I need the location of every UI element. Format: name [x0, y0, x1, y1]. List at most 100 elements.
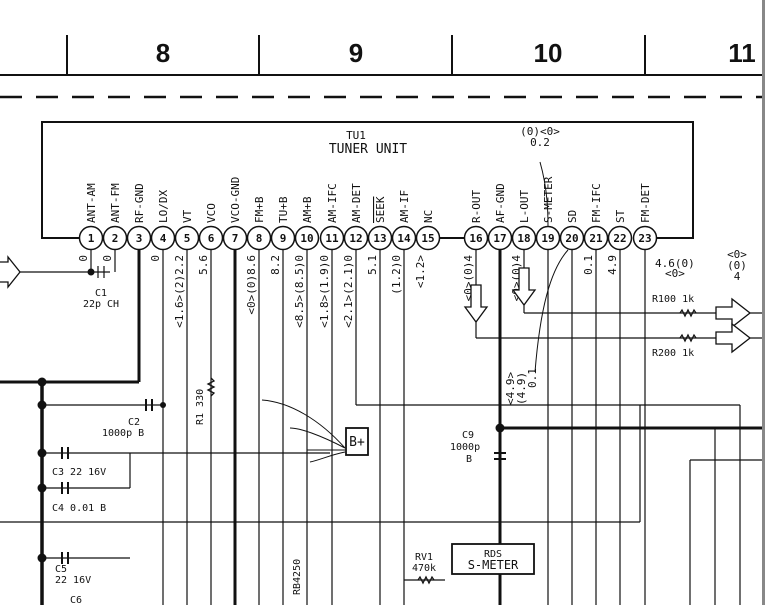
pin-voltage: 0 [101, 255, 114, 262]
r200-resistor [679, 333, 697, 343]
pin-number: 16 [469, 232, 483, 245]
pin-voltage: 8.2 [269, 255, 282, 275]
pin-circle [559, 225, 585, 251]
rv1-label: RV1 [415, 552, 433, 563]
pin-voltage: 0.1 [582, 255, 595, 275]
pin-circle [174, 225, 200, 251]
bplus-box [345, 427, 369, 456]
pin-voltage: <0>(0)8.6 [245, 255, 258, 315]
c4-label: C4 0.01 B [52, 503, 106, 514]
pin-number: 10 [300, 232, 313, 245]
pin-number: 9 [280, 232, 287, 245]
s-meter-box-label: S-METER [468, 558, 519, 572]
pin-circle [294, 225, 320, 251]
pin-label: AM-IF [398, 190, 411, 223]
pin-label: TU+B [277, 196, 290, 223]
pin-circle [632, 225, 658, 251]
pin-label: VCO [205, 203, 218, 223]
l-out-arrow-icon [511, 267, 537, 307]
pin-circle [415, 225, 441, 251]
pin-label: AM-IFC [326, 183, 339, 223]
pin-label: SEEK [374, 196, 387, 223]
c3-label: C3 22 16V [52, 467, 106, 478]
r200-label: R200 1k [652, 348, 694, 359]
r-out-arrow-icon [463, 284, 489, 324]
c6-label: C6 [70, 595, 82, 605]
pin-number: 19 [541, 232, 554, 245]
tuner-unit-box [41, 121, 694, 239]
pin-voltage: <8.5>(8.5)0 [293, 255, 306, 328]
pin-number: 2 [112, 232, 119, 245]
pin-circle [150, 225, 176, 251]
rds-s-meter-box [451, 543, 535, 575]
bplus-label: B+ [349, 435, 365, 450]
pin-voltage: 4.9 [606, 255, 619, 275]
header-grid [0, 35, 765, 99]
pin-voltage: 0 [77, 255, 90, 262]
c2-label: C2 [128, 417, 140, 428]
r-output-arrow-icon [715, 322, 752, 354]
pin-number: 15 [421, 232, 434, 245]
pin-circle [319, 225, 345, 251]
s-meter-voltage-2: 0.2 [530, 136, 550, 149]
c9-value: 1000p [450, 442, 480, 453]
r100-label: R100 1k [652, 294, 694, 305]
pin-label: ANT-FM [109, 183, 122, 223]
r1-label: R1 330 [195, 389, 206, 425]
pin-label: FM-IFC [590, 183, 603, 223]
pin-circle [222, 225, 248, 251]
pin-circle [583, 225, 609, 251]
pin-number: 13 [373, 232, 386, 245]
pin-label: R-OUT [470, 190, 483, 223]
pin-number: 18 [517, 232, 530, 245]
pin-label: LO/DX [157, 190, 170, 223]
c1-value: 22p CH [83, 299, 119, 310]
rds-label: RDS [484, 549, 502, 560]
output-voltage-2: (0) [727, 259, 747, 272]
unit-title: TUNER UNIT [329, 142, 407, 157]
pin-label: AF-GND [494, 183, 507, 223]
pin-circle [126, 225, 152, 251]
pin-label: NC [422, 210, 435, 223]
pin-number: 11 [325, 232, 339, 245]
pin-voltage: 0 [149, 255, 162, 262]
pin-circle [367, 225, 393, 251]
pin-label: ANT-AM [85, 183, 98, 223]
rv1-resistor [417, 575, 435, 585]
pin-label: RF-GND [133, 183, 146, 223]
junction-dots [37, 268, 505, 563]
bplus-leaders [261, 399, 346, 463]
pin-label: SD [566, 210, 579, 223]
pin-number: 3 [136, 232, 143, 245]
rb4250-label: RB4250 [292, 559, 303, 595]
pin-circle [391, 225, 417, 251]
capacitor-symbols [61, 399, 506, 564]
wiring [0, 250, 765, 605]
pin-circle [511, 225, 537, 251]
pin-circle [343, 225, 369, 251]
pin-label: FM-DET [639, 183, 652, 223]
pin-number: 6 [208, 232, 215, 245]
pin-circle [463, 225, 489, 251]
c9-type: B [466, 454, 472, 465]
pin-number: 23 [638, 232, 651, 245]
pin-voltage: (1.2)0 [390, 255, 403, 295]
pin-number: 14 [397, 232, 411, 245]
c1-label: C1 [95, 288, 107, 299]
pin-label: VCO-GND [229, 177, 242, 223]
pin-label: VT [181, 209, 194, 223]
fm-det-voltage-1: 4.6(0) [655, 257, 695, 270]
pin-number: 8 [256, 232, 263, 245]
pin-circle [246, 225, 272, 251]
column-9: 9 [349, 38, 363, 68]
s-meter-voltage-1: (0)<0> [520, 125, 560, 138]
sd-voltage-1: <4.9> [504, 372, 517, 405]
pin-label: L-OUT [518, 190, 531, 223]
pin-number: 1 [88, 232, 95, 245]
column-8: 8 [156, 38, 170, 68]
rv1-value: 470k [412, 563, 436, 574]
output-voltage-1: <0> [727, 248, 747, 261]
pin-number: 22 [613, 232, 626, 245]
